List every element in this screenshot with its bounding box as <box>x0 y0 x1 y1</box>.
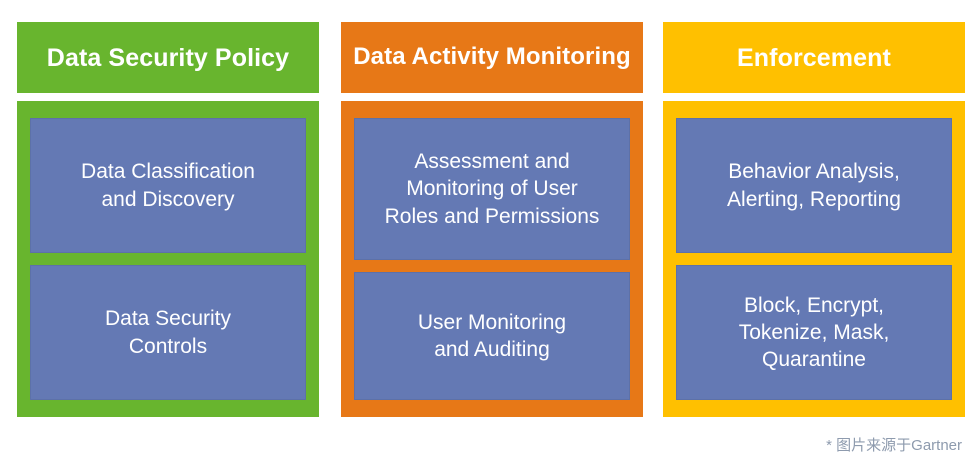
column-body-data-activity-monitoring: Assessment and Monitoring of User Roles … <box>341 101 643 417</box>
column-header-line: Monitoring <box>505 43 631 71</box>
item-box-user-monitoring-and-auditing: User Monitoring and Auditing <box>354 272 630 400</box>
item-line: Data Security <box>104 307 232 331</box>
item-box-data-classification-and-discovery: Data Classification and Discovery <box>30 118 306 253</box>
item-line: Tokenize, Mask, <box>738 320 890 344</box>
column-header-data-activity-monitoring: Data Activity Monitoring <box>341 22 643 93</box>
diagram-column-data-activity-monitoring: Data Activity Monitoring Assessment and … <box>341 22 643 417</box>
item-line: and Auditing <box>434 338 550 361</box>
diagram-column-enforcement: Enforcement Behavior Analysis, Alerting,… <box>663 22 965 417</box>
item-line: Assessment and <box>414 150 570 174</box>
item-box-behavior-analysis-alerting-reporting: Behavior Analysis, Alerting, Reporting <box>676 118 952 253</box>
item-box-data-security-controls: Data Security Controls <box>30 265 306 400</box>
item-line: Behavior Analysis, <box>728 160 900 184</box>
item-line: Data Classification <box>81 160 255 184</box>
source-credit: * 图片来源于Gartner <box>826 437 962 454</box>
item-line: Roles and Permissions <box>384 204 600 228</box>
item-line: Alerting, Reporting <box>727 187 901 211</box>
diagram-column-data-security-policy: Data Security Policy Data Classification… <box>17 22 319 417</box>
item-line: Monitoring of User <box>406 177 578 201</box>
column-header-data-security-policy: Data Security Policy <box>17 22 319 93</box>
item-box-assessment-and-monitoring-of-user-roles-and-permissions: Assessment and Monitoring of User Roles … <box>354 118 630 260</box>
item-line: Quarantine <box>762 348 866 372</box>
item-line: and Discovery <box>101 187 235 211</box>
column-body-enforcement: Behavior Analysis, Alerting, Reporting B… <box>663 101 965 417</box>
column-header-line: Data Activity <box>353 43 500 71</box>
column-header-enforcement: Enforcement <box>663 22 965 93</box>
column-body-data-security-policy: Data Classification and Discovery Data S… <box>17 101 319 417</box>
item-line: Block, Encrypt, <box>743 293 885 317</box>
item-line: Controls <box>128 334 208 358</box>
item-line: User Monitoring <box>417 310 567 334</box>
item-box-block-encrypt-tokenize-mask-quarantine: Block, Encrypt, Tokenize, Mask, Quaranti… <box>676 265 952 400</box>
